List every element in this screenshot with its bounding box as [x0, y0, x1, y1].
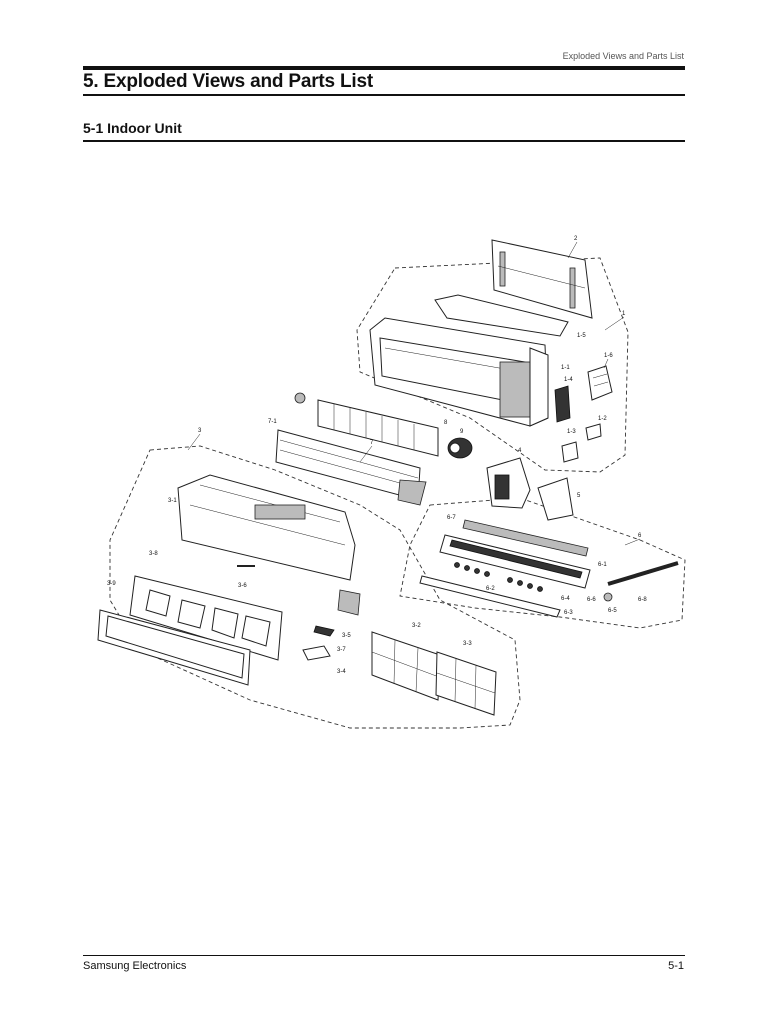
- callout-3-9: 3-9: [107, 581, 116, 587]
- callout-6: 6: [638, 533, 642, 539]
- part-1-5-top-cover: [434, 294, 569, 337]
- part-6-7-strip: [462, 519, 589, 557]
- callout-3-4: 3-4: [337, 669, 346, 675]
- part-8-cross-flow-fan: [294, 392, 439, 457]
- callout-3-1: 3-1: [168, 498, 177, 504]
- chapter-title: 5. Exploded Views and Parts List: [83, 71, 373, 92]
- footer-publisher: Samsung Electronics: [83, 960, 187, 972]
- callout-1: 1: [622, 311, 626, 317]
- part-6-5-cap: [603, 592, 613, 602]
- section-rule: [83, 140, 685, 142]
- callout-9: 9: [460, 429, 464, 435]
- part-6-2-louver-links: [454, 562, 543, 592]
- callout-2: 2: [574, 236, 578, 242]
- part-6-drain-pan: [439, 534, 591, 589]
- part-4-control-box: [486, 457, 531, 509]
- callout-1-6: 1-6: [604, 353, 613, 359]
- top-rule: [83, 66, 685, 70]
- callout-4: 4: [518, 448, 522, 454]
- callout-3-8: 3-8: [149, 551, 158, 557]
- callout-6-6: 6-6: [587, 597, 596, 603]
- part-1-chassis: [369, 317, 549, 427]
- part-6-8-drain-hose: [607, 561, 679, 586]
- callout-6-4: 6-4: [561, 596, 570, 602]
- running-head: Exploded Views and Parts List: [562, 51, 684, 61]
- callout-6-7: 6-7: [447, 515, 456, 521]
- part-3-2-filter-left: [371, 631, 441, 701]
- callout-1-4: 1-4: [564, 377, 573, 383]
- callout-3-5: 3-5: [342, 633, 351, 639]
- callout-7: 7: [370, 440, 374, 446]
- part-1-6-terminal-cover: [587, 365, 613, 401]
- callout-3-7: 3-7: [337, 647, 346, 653]
- part-1-2-clip: [585, 423, 602, 441]
- callouts: 2 1 1-5 1-6 1-1 1-4 1-2 1-3 7-1 3 8 9 7 …: [107, 236, 647, 675]
- section-title: 5-1 Indoor Unit: [83, 120, 182, 136]
- chapter-rule: [83, 94, 685, 96]
- part-3-7-sensor: [313, 625, 335, 637]
- part-7-evaporator: [275, 429, 427, 506]
- part-1-3-holder: [561, 441, 579, 463]
- callout-6-1: 6-1: [598, 562, 607, 568]
- callout-1-1: 1-1: [561, 365, 570, 371]
- part-3-1-front-grille: [177, 474, 356, 581]
- callout-3-3: 3-3: [463, 641, 472, 647]
- part-5-cover: [537, 477, 574, 521]
- callout-1-5: 1-5: [577, 333, 586, 339]
- drain-pan-group-boundary: [399, 497, 686, 629]
- part-6-3-louver: [419, 575, 561, 618]
- callout-3-2: 3-2: [412, 623, 421, 629]
- part-3-3-filter-right: [435, 651, 497, 716]
- callout-7-1: 7-1: [268, 419, 277, 425]
- chassis-group-boundary: [356, 257, 629, 473]
- callout-5: 5: [577, 493, 581, 499]
- part-1-4-bracket: [554, 385, 571, 423]
- callout-3-6: 3-6: [238, 583, 247, 589]
- callout-6-8: 6-8: [638, 597, 647, 603]
- part-3-9-front-panel: [97, 609, 251, 686]
- callout-6-5: 6-5: [608, 608, 617, 614]
- part-3-8-front-panel-frame: [129, 575, 283, 661]
- callout-1-2: 1-2: [598, 416, 607, 422]
- callout-3: 3: [198, 428, 202, 434]
- part-2-mounting-plate: [491, 239, 593, 319]
- callout-6-2: 6-2: [486, 586, 495, 592]
- footer-page-number: 5-1: [668, 960, 684, 972]
- part-3-4-cover: [302, 645, 331, 661]
- part-9-fan-motor: [447, 437, 473, 459]
- footer-rule: [83, 955, 685, 956]
- callout-6-3: 6-3: [564, 610, 573, 616]
- part-3-5-display-pcb: [337, 589, 361, 616]
- callout-1-3: 1-3: [567, 429, 576, 435]
- callout-8: 8: [444, 420, 448, 426]
